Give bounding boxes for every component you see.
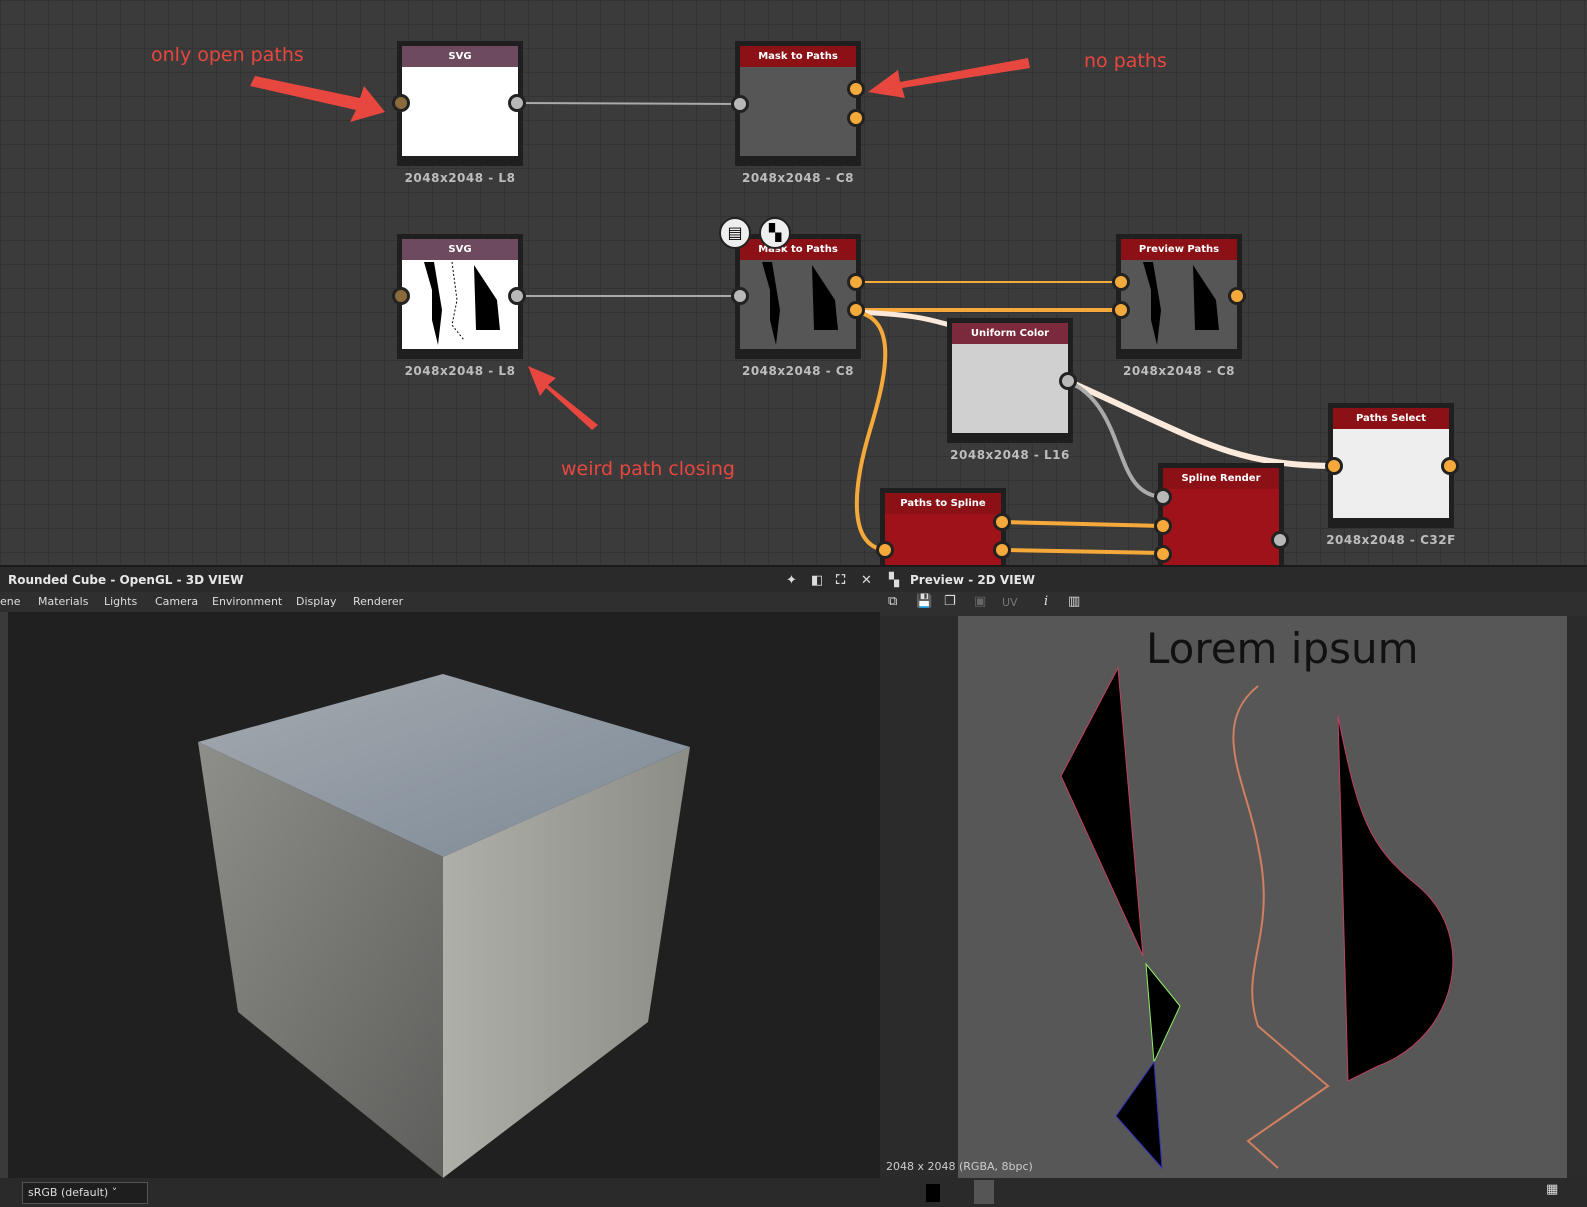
2d-viewport[interactable]: Lorem ipsum 2048 x 2048 (RGBA, 8bpc)	[880, 616, 1587, 1178]
panel-title: Preview - 2D VIEW	[910, 573, 1036, 587]
node-title: Mask to Paths	[740, 46, 856, 67]
2d-view-header: ▚ Preview - 2D VIEW	[880, 565, 1587, 592]
colorspace-value: sRGB (default)	[28, 1186, 109, 1199]
2d-view-toolbar: ⧉ 💾 ❐ ▣ UV i ▥	[880, 592, 1587, 616]
output-port[interactable]	[847, 80, 865, 98]
document-icon[interactable]: ▤	[719, 217, 751, 249]
input-port[interactable]	[1154, 545, 1172, 563]
save-icon[interactable]: 💾	[916, 594, 933, 609]
node-title: Paths to Spline	[885, 493, 1001, 514]
menu-camera[interactable]: Camera	[155, 595, 199, 608]
node-title: SVG	[402, 46, 518, 67]
input-port[interactable]	[1154, 517, 1172, 535]
output-port[interactable]	[993, 541, 1011, 559]
display-icon[interactable]: ▣	[974, 594, 987, 609]
node-label: 2048x2048 - L8	[404, 171, 516, 185]
copy-icon[interactable]: ❐	[944, 594, 956, 609]
close-icon[interactable]: ✕	[861, 573, 872, 588]
svg-node[interactable]: SVG	[397, 234, 523, 359]
checker-icon: ▚	[889, 573, 899, 588]
output-port[interactable]	[847, 109, 865, 127]
black-swatch[interactable]	[926, 1184, 940, 1202]
output-port[interactable]	[847, 301, 865, 319]
node-title: Spline Render	[1163, 468, 1279, 489]
node-title: Preview Paths	[1121, 239, 1237, 260]
preview-paths-node[interactable]: Preview Paths	[1116, 234, 1242, 359]
input-port[interactable]	[1154, 488, 1172, 506]
uv-dropdown[interactable]: UV	[1002, 596, 1018, 609]
output-port[interactable]	[508, 94, 526, 112]
input-port[interactable]	[392, 94, 410, 112]
mask-to-paths-node[interactable]: Mask to Paths	[735, 41, 861, 166]
checker-icon[interactable]: ▚	[759, 217, 791, 249]
node-label: 2048x2048 - C32F	[1326, 533, 1456, 547]
output-port[interactable]	[1059, 372, 1077, 390]
output-port[interactable]	[993, 513, 1011, 531]
preview-image: Lorem ipsum	[958, 616, 1567, 1178]
menu-environment[interactable]: Environment	[212, 595, 283, 608]
export-icon[interactable]: ⧉	[888, 594, 898, 609]
node-label: 2048x2048 - C8	[741, 171, 855, 185]
input-port[interactable]	[1112, 301, 1130, 319]
node-title: Mask to Paths	[740, 239, 856, 260]
cube-top	[198, 674, 690, 857]
pin-icon[interactable]: ✦	[786, 573, 797, 588]
maximize-icon[interactable]: ⛶	[836, 573, 846, 588]
node-title: Uniform Color	[952, 323, 1068, 344]
3d-view-header: Rounded Cube - OpenGL - 3D VIEW ✦ ◧ ⛶ ✕	[0, 565, 880, 592]
image-info: 2048 x 2048 (RGBA, 8bpc)	[886, 1160, 1033, 1173]
3d-view-menu: ene Materials Lights Camera Environment …	[0, 592, 880, 612]
rgb-channel-button[interactable]	[974, 1180, 994, 1204]
node-title: SVG	[402, 239, 518, 260]
output-port[interactable]	[1228, 287, 1246, 305]
annotation: weird path closing	[561, 458, 735, 480]
input-port[interactable]	[1112, 273, 1130, 291]
menu-lights[interactable]: Lights	[104, 595, 138, 608]
svg-node[interactable]: SVG	[397, 41, 523, 166]
node-graph[interactable]: only open paths no paths weird path clos…	[0, 0, 1587, 565]
output-port[interactable]	[1271, 531, 1289, 549]
menu-renderer[interactable]: Renderer	[353, 595, 404, 608]
node-title: Paths Select	[1333, 408, 1449, 429]
mask-to-paths-node[interactable]: Mask to Paths	[735, 234, 861, 359]
float-icon[interactable]: ◧	[811, 573, 824, 588]
input-port[interactable]	[1325, 457, 1343, 475]
spline-render-node[interactable]: Spline Render	[1158, 463, 1284, 565]
annotation: only open paths	[151, 44, 304, 66]
histogram-icon[interactable]: ▥	[1068, 594, 1081, 609]
cube-left	[198, 742, 443, 1178]
wires	[250, 58, 1335, 555]
uniform-color-node[interactable]: Uniform Color	[947, 318, 1073, 443]
cube-right	[443, 747, 690, 1178]
info-icon[interactable]: i	[1044, 594, 1049, 609]
input-port[interactable]	[876, 541, 894, 559]
grid-icon[interactable]: ▦	[1546, 1182, 1559, 1197]
output-port[interactable]	[1441, 457, 1459, 475]
node-label: 2048x2048 - C8	[1122, 364, 1236, 378]
colorspace-select[interactable]: sRGB (default) ˅	[22, 1182, 148, 1204]
paths-select-node[interactable]: Paths Select	[1328, 403, 1454, 528]
input-port[interactable]	[392, 287, 410, 305]
input-port[interactable]	[731, 287, 749, 305]
menu-materials[interactable]: Materials	[38, 595, 89, 608]
output-port[interactable]	[508, 287, 526, 305]
node-label: 2048x2048 - C8	[741, 364, 855, 378]
output-port[interactable]	[847, 273, 865, 291]
node-label: 2048x2048 - L8	[404, 364, 516, 378]
annotation: no paths	[1084, 50, 1167, 72]
node-label: 2048x2048 - L16	[950, 448, 1070, 462]
status-bar: sRGB (default) ˅ ▦	[0, 1178, 1587, 1207]
panel-title: Rounded Cube - OpenGL - 3D VIEW	[8, 573, 244, 587]
menu-scene[interactable]: ene	[0, 595, 21, 608]
menu-display[interactable]: Display	[296, 595, 337, 608]
3d-viewport[interactable]	[8, 612, 880, 1178]
input-port[interactable]	[731, 95, 749, 113]
paths-to-spline-node[interactable]: Paths to Spline	[880, 488, 1006, 565]
preview-text: Lorem ipsum	[1146, 624, 1419, 673]
